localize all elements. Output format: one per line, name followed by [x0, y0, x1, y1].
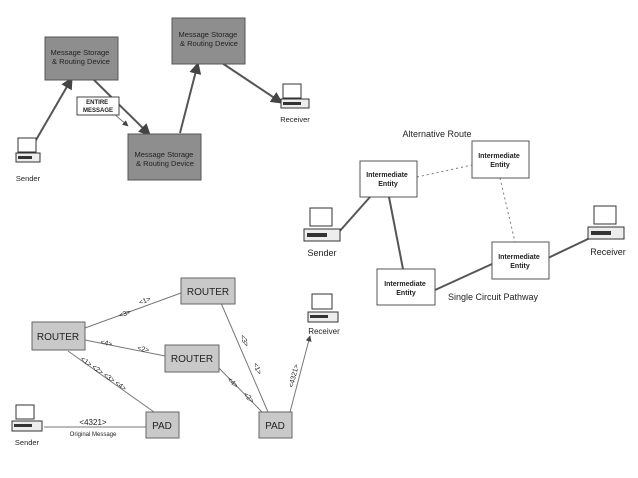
packet-label: <3> [118, 309, 132, 320]
sender-to-entity-a-link [337, 196, 371, 234]
computer-icon [11, 404, 43, 432]
computer-icon [587, 205, 625, 240]
receiver-label: Receiver [308, 327, 340, 336]
intermediate-entity-a: Intermediate Entity [359, 160, 418, 198]
intermediate-entity-c-label: Intermediate Entity [384, 281, 428, 297]
alternative-link-2 [499, 177, 516, 243]
pad-right-label: PAD [265, 421, 285, 432]
storage-device-3-label: Message Storage & Routing Device [179, 30, 240, 48]
packet-label: <4> [226, 376, 239, 389]
sender-to-storage1-link [35, 76, 73, 141]
sender-label: Sender [307, 248, 336, 258]
pad-right-to-receiver-link [289, 335, 312, 413]
intermediate-entity-b-label: Intermediate Entity [478, 153, 522, 169]
intermediate-entity-a-label: Intermediate Entity [366, 172, 410, 188]
sender-label: Sender [15, 438, 40, 447]
entire-message-tag: ENTIRE MESSAGE [76, 96, 120, 116]
packet-switching-panel: ROUTER ROUTER ROUTER PAD PAD <3> <1> <4>… [11, 277, 340, 447]
circuit-switching-panel: Alternative Route Intermediate Entity In… [303, 129, 626, 306]
entire-message-label: ENTIRE MESSAGE [83, 100, 113, 114]
packet-label: <1> [251, 362, 262, 376]
entity-d-to-receiver-link [547, 237, 591, 259]
entity-c-to-entity-d-link [434, 263, 493, 291]
computer-icon [303, 207, 341, 242]
storage-device-1: Message Storage & Routing Device [44, 36, 119, 81]
receiver-label: Receiver [280, 115, 310, 124]
intermediate-entity-c: Intermediate Entity [376, 268, 436, 306]
intermediate-entity-d: Intermediate Entity [491, 241, 550, 280]
router-top-to-pad-right-link [220, 302, 269, 413]
router-left-label: ROUTER [37, 332, 79, 343]
alternative-route-label: Alternative Route [402, 129, 471, 139]
pad-left: PAD [145, 411, 180, 439]
intermediate-entity-d-label: Intermediate Entity [498, 254, 542, 270]
router-mid-to-pad-right-link [216, 365, 263, 413]
router-mid: ROUTER [164, 344, 220, 373]
storage1-to-storage2-link [91, 77, 151, 136]
packet-label: <2> [137, 345, 150, 354]
entity-a-to-entity-c-link [388, 196, 404, 270]
original-message-label: Original Message [70, 432, 117, 438]
intermediate-entity-b: Intermediate Entity [471, 140, 530, 179]
pad-left-label: PAD [152, 421, 172, 432]
packet-label: <4> [100, 339, 113, 348]
storage3-to-receiver-link [221, 62, 283, 104]
receiver-label: Receiver [590, 247, 626, 257]
message-switching-panel: Message Storage & Routing Device Message… [15, 17, 310, 183]
router-left: ROUTER [31, 321, 86, 351]
router-top-label: ROUTER [187, 287, 229, 298]
storage-device-3: Message Storage & Routing Device [171, 17, 246, 65]
alternative-link-1 [416, 164, 473, 178]
packet-label: <1> <2> <3> <4> [79, 356, 127, 393]
storage-device-1-label: Message Storage & Routing Device [51, 48, 112, 66]
packet-label: <3> [238, 334, 249, 348]
storage2-to-storage3-link [179, 61, 202, 134]
computer-icon [15, 137, 41, 163]
sender-label: Sender [16, 174, 41, 183]
packet-label: <4321> [288, 364, 301, 389]
router-left-to-router-top-link [84, 292, 182, 329]
router-mid-label: ROUTER [171, 354, 213, 365]
packet-label: <1> [138, 296, 152, 307]
storage-device-2: Message Storage & Routing Device [127, 133, 202, 181]
router-left-to-pad-left-link [67, 350, 155, 413]
computer-icon [280, 83, 310, 109]
computer-icon [307, 293, 339, 323]
router-top: ROUTER [180, 277, 236, 305]
single-circuit-label: Single Circuit Pathway [448, 292, 539, 302]
router-left-to-router-mid-link [84, 339, 166, 357]
pad-right: PAD [258, 411, 293, 439]
message-label: <4321> [79, 418, 106, 427]
storage-device-2-label: Message Storage & Routing Device [135, 150, 196, 168]
